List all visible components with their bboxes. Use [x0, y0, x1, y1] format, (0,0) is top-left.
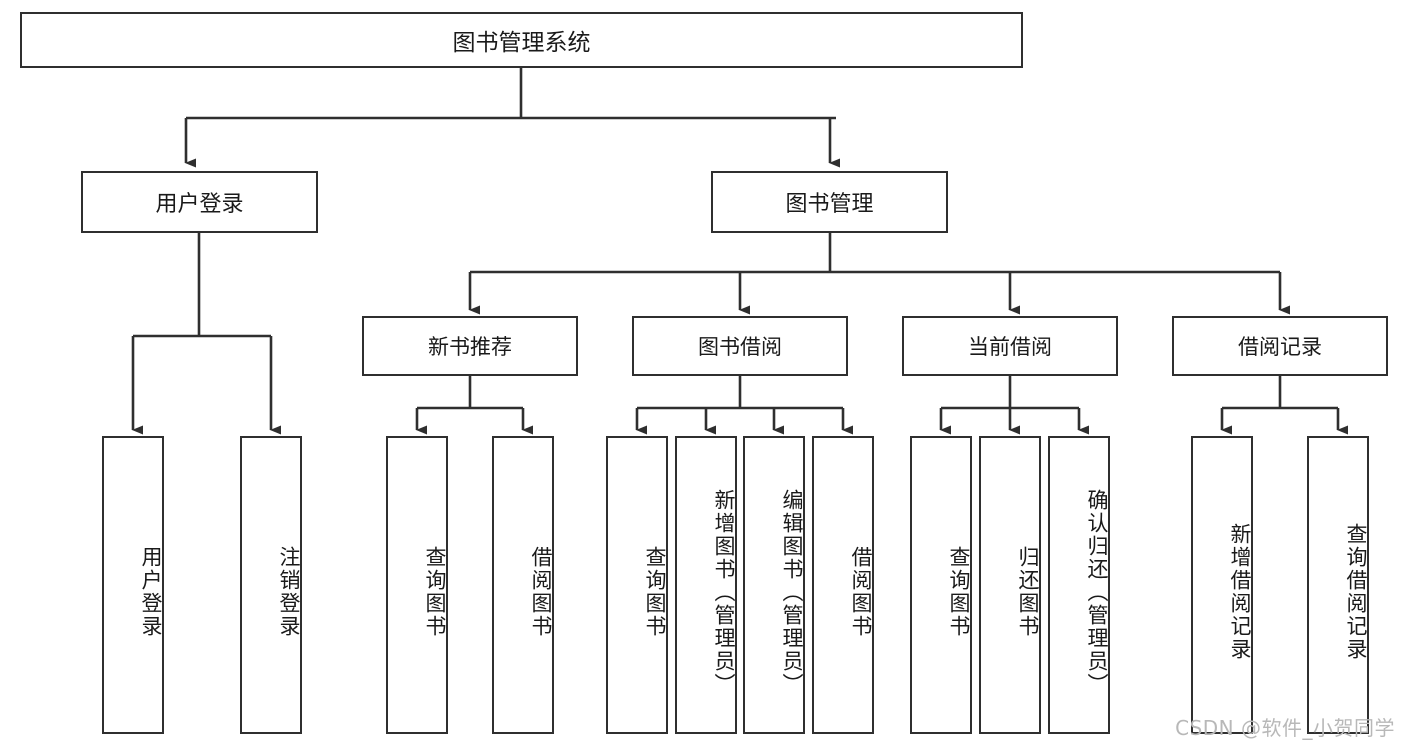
leaf-add-book-label: 新增图书（管理员）	[712, 488, 736, 696]
node-root[interactable]: 图书管理系统	[20, 12, 1023, 68]
leaf-edit-book[interactable]: 编辑图书（管理员）	[743, 436, 805, 734]
csdn-watermark: CSDN @软件_小贺同学	[1175, 716, 1395, 740]
node-borrow-record-label: 借阅记录	[1238, 335, 1322, 359]
leaf-add-record-label: 新增借阅记录	[1228, 523, 1252, 661]
leaf-user-login-label: 用户登录	[139, 546, 163, 638]
node-book-borrow[interactable]: 图书借阅	[632, 316, 848, 376]
node-current-borrow-label: 当前借阅	[968, 335, 1052, 359]
node-book-manage-label: 图书管理	[785, 192, 874, 217]
leaf-query-book-2-label: 查询图书	[643, 546, 667, 638]
leaf-query-record-label: 查询借阅记录	[1344, 523, 1368, 661]
leaf-query-book-3[interactable]: 查询图书	[910, 436, 972, 734]
leaf-return-book[interactable]: 归还图书	[979, 436, 1041, 734]
node-new-book-rec-label: 新书推荐	[428, 335, 512, 359]
leaf-query-book-2[interactable]: 查询图书	[606, 436, 668, 734]
leaf-confirm-return[interactable]: 确认归还（管理员）	[1048, 436, 1110, 734]
leaf-borrow-book-1-label: 借阅图书	[529, 546, 553, 638]
leaf-query-book-3-label: 查询图书	[947, 546, 971, 638]
leaf-user-logout[interactable]: 注销登录	[240, 436, 302, 734]
node-current-borrow[interactable]: 当前借阅	[902, 316, 1118, 376]
node-root-label: 图书管理系统	[452, 30, 591, 56]
node-borrow-record[interactable]: 借阅记录	[1172, 316, 1388, 376]
node-book-borrow-label: 图书借阅	[698, 335, 782, 359]
leaf-borrow-book-2[interactable]: 借阅图书	[812, 436, 874, 734]
leaf-query-record[interactable]: 查询借阅记录	[1307, 436, 1369, 734]
leaf-borrow-book-1[interactable]: 借阅图书	[492, 436, 554, 734]
leaf-add-record[interactable]: 新增借阅记录	[1191, 436, 1253, 734]
leaf-confirm-return-label: 确认归还（管理员）	[1085, 488, 1109, 696]
leaf-add-book[interactable]: 新增图书（管理员）	[675, 436, 737, 734]
leaf-query-book-1[interactable]: 查询图书	[386, 436, 448, 734]
node-new-book-rec[interactable]: 新书推荐	[362, 316, 578, 376]
leaf-user-logout-label: 注销登录	[277, 546, 301, 638]
node-book-manage[interactable]: 图书管理	[711, 171, 948, 233]
leaf-return-book-label: 归还图书	[1016, 546, 1040, 638]
leaf-borrow-book-2-label: 借阅图书	[849, 546, 873, 638]
node-user-login-label: 用户登录	[155, 192, 244, 217]
node-user-login[interactable]: 用户登录	[81, 171, 318, 233]
leaf-edit-book-label: 编辑图书（管理员）	[780, 488, 804, 696]
leaf-query-book-1-label: 查询图书	[423, 546, 447, 638]
leaf-user-login[interactable]: 用户登录	[102, 436, 164, 734]
